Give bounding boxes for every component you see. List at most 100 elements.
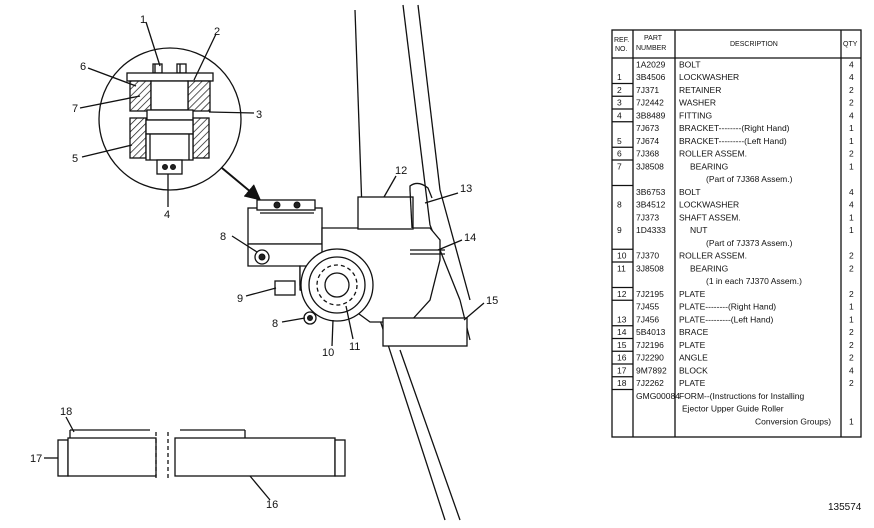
row-ref-cell: 6 (617, 149, 622, 159)
row-qty-cell: 4 (849, 365, 854, 375)
row-qty-cell: 2 (849, 353, 854, 363)
row-qty-cell: 2 (849, 98, 854, 108)
row-ref-cell: 11 (617, 263, 626, 273)
callout-16: 16 (266, 499, 278, 511)
row-desc-cell: PLATE---------(Left Hand) (679, 314, 773, 324)
row-qty-cell: 4 (849, 59, 854, 69)
row-part-cell: GMG00084 (636, 391, 680, 401)
row-part-cell: 1A2029 (636, 59, 666, 69)
row-desc-cell: LOCKWASHER (679, 72, 739, 82)
row-part-cell: 7J2262 (636, 378, 664, 388)
row-qty-cell: 1 (849, 302, 854, 312)
leader-lines (44, 21, 485, 501)
callout-14: 14 (464, 232, 476, 244)
row-qty-cell: 1 (849, 314, 854, 324)
row-desc-cell: PLATE--------(Right Hand) (679, 302, 776, 312)
callout-10: 10 (322, 347, 334, 359)
row-part-cell: 7J373 (636, 212, 659, 222)
row-part-cell: 3J8508 (636, 263, 664, 273)
row-ref-cell: 17 (617, 365, 627, 375)
row-ref-cell: 12 (617, 289, 627, 299)
row-desc-cell: (1 in each 7J370 Assem.) (706, 276, 802, 286)
row-part-cell: 7J370 (636, 251, 659, 261)
row-qty-cell: 1 (849, 225, 854, 235)
row-part-cell: 7J2195 (636, 289, 664, 299)
row-part-cell: 3J8508 (636, 161, 664, 171)
callout-9: 9 (237, 293, 243, 305)
row-desc-cell: RETAINER (679, 85, 721, 95)
row-part-cell: 7J2196 (636, 340, 664, 350)
row-desc-cell: Conversion Groups) (755, 416, 831, 426)
row-desc-cell: BLOCK (679, 365, 708, 375)
callout-6: 6 (80, 61, 86, 73)
parts-table: REF. NO. PART NUMBER DESCRIPTION QTY 1A2… (611, 29, 862, 438)
row-desc-cell: (Part of 7J373 Assem.) (706, 238, 793, 248)
row-qty-cell: 1 (849, 123, 854, 133)
row-desc-cell: BOLT (679, 187, 701, 197)
callout-8-upper: 8 (220, 231, 226, 243)
callout-5: 5 (72, 153, 78, 165)
row-desc-cell: ROLLER ASSEM. (679, 149, 747, 159)
row-part-cell: 7J2290 (636, 353, 664, 363)
row-desc-cell: LOCKWASHER (679, 200, 739, 210)
row-desc-cell: SHAFT ASSEM. (679, 212, 741, 222)
row-qty-cell: 1 (849, 161, 854, 171)
row-ref-cell: 5 (617, 136, 622, 146)
row-desc-cell: (Part of 7J368 Assem.) (706, 174, 793, 184)
row-qty-cell: 2 (849, 85, 854, 95)
frame-structure (354, 4, 471, 521)
row-desc-cell: PLATE (679, 378, 706, 388)
callout-3: 3 (256, 109, 262, 121)
detail-cross-section (98, 47, 242, 191)
row-ref-cell: 7 (617, 161, 622, 171)
row-qty-cell: 1 (849, 212, 854, 222)
row-part-cell: 9M7892 (636, 365, 667, 375)
row-ref-cell: 13 (617, 314, 627, 324)
callout-1: 1 (140, 14, 146, 26)
row-qty-cell: 4 (849, 72, 854, 82)
header-ref-line2: NO. (615, 46, 628, 53)
row-ref-cell: 18 (617, 378, 627, 388)
row-qty-cell: 2 (849, 327, 854, 337)
header-part-line1: PART (644, 35, 663, 42)
row-ref-cell: 15 (617, 340, 627, 350)
callout-2: 2 (214, 26, 220, 38)
row-ref-cell: 3 (617, 98, 622, 108)
callout-4: 4 (164, 209, 170, 221)
header-description: DESCRIPTION (730, 41, 778, 48)
row-qty-cell: 2 (849, 378, 854, 388)
row-desc-cell: PLATE (679, 340, 706, 350)
row-desc-cell: BRACE (679, 327, 709, 337)
row-desc-cell: BRACKET---------(Left Hand) (679, 136, 787, 146)
row-qty-cell: 2 (849, 340, 854, 350)
callout-17: 17 (30, 453, 42, 465)
row-desc-cell: WASHER (679, 98, 716, 108)
callout-8-lower: 8 (272, 318, 278, 330)
row-ref-cell: 14 (617, 327, 627, 337)
row-qty-cell: 2 (849, 263, 854, 273)
row-desc-cell: ANGLE (679, 353, 708, 363)
row-qty-cell: 4 (849, 200, 854, 210)
callout-18: 18 (60, 406, 72, 418)
callout-7: 7 (72, 103, 78, 115)
row-qty-cell: 2 (849, 289, 854, 299)
row-qty-cell: 1 (849, 136, 854, 146)
row-qty-cell: 2 (849, 149, 854, 159)
bracket-assembly (247, 182, 468, 347)
row-part-cell: 7J674 (636, 136, 659, 146)
row-part-cell: 3B4512 (636, 200, 666, 210)
row-desc-cell: NUT (690, 225, 707, 235)
header-part-line2: NUMBER (636, 45, 666, 52)
row-part-cell: 7J455 (636, 302, 659, 312)
row-part-cell: 7J2442 (636, 98, 664, 108)
row-part-cell: 7J673 (636, 123, 659, 133)
row-part-cell: 3B8489 (636, 110, 666, 120)
row-part-cell: 7J371 (636, 85, 659, 95)
row-part-cell: 7J368 (636, 149, 659, 159)
row-desc-cell: PLATE (679, 289, 706, 299)
row-ref-cell: 8 (617, 200, 622, 210)
row-qty-cell: 4 (849, 110, 854, 120)
row-ref-cell: 4 (617, 110, 622, 120)
row-desc-cell: BRACKET--------(Right Hand) (679, 123, 790, 133)
